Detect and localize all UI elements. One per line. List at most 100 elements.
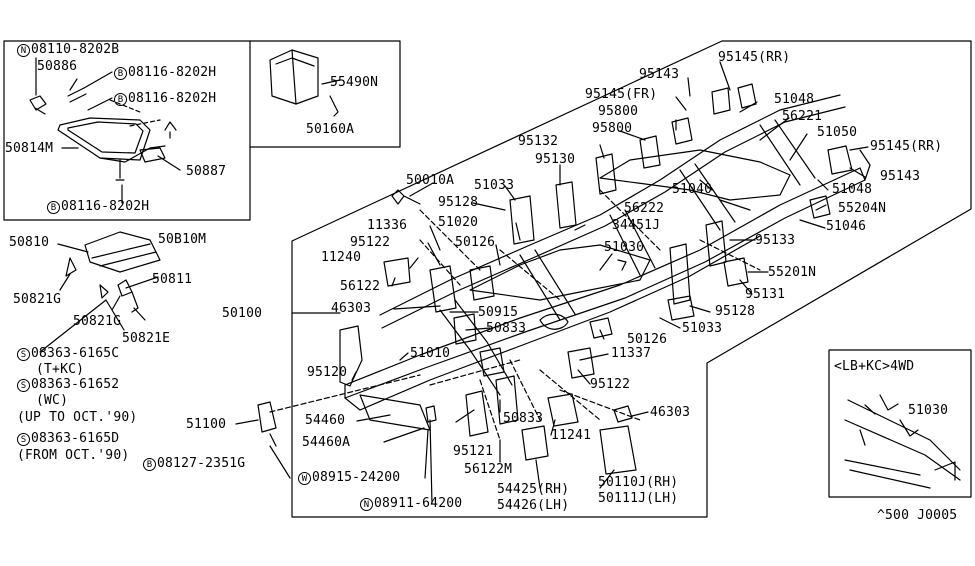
inset-title: <LB+KC>4WD [834, 359, 915, 374]
label-95145-rr-right: 95145(RR) [870, 139, 943, 154]
label-56222: 56222 [624, 201, 665, 216]
label-up-to-oct-90: (UP TO OCT.'90) [17, 410, 138, 425]
label-51040: 51040 [672, 182, 713, 197]
label-50821g-a: 50821G [13, 292, 62, 307]
upper-mid-bracket [269, 49, 341, 117]
label-95120: 95120 [307, 365, 348, 380]
label-95131: 95131 [745, 287, 786, 302]
label-50126-top: 50126 [455, 235, 496, 250]
label-46303-left: 46303 [331, 301, 372, 316]
label-51050: 51050 [817, 125, 858, 140]
label-50887: 50887 [186, 164, 227, 179]
label-08363-61652-text: 08363-61652 [31, 377, 120, 392]
label-50814m: 50814M [5, 141, 54, 156]
circle-n-symbol: N [360, 498, 373, 511]
label-95800-a: 95800 [598, 104, 639, 119]
label-95143-top: 95143 [639, 67, 680, 82]
upper-left-box [3, 40, 251, 221]
label-50886: 50886 [37, 59, 78, 74]
label-11240: 11240 [321, 250, 362, 265]
leader-lines [235, 61, 869, 505]
label-50821e: 50821E [122, 331, 171, 346]
label-55201n: 55201N [768, 265, 817, 280]
label-95122-top: 95122 [350, 235, 391, 250]
upper-mid-box [249, 40, 401, 148]
label-08915-24200-text: 08915-24200 [312, 470, 401, 485]
label-08116-8202h-a-text: 08116-8202H [128, 65, 217, 80]
label-50110j-rh: 50110J(RH) [598, 475, 679, 490]
label-08110-8202b-text: 08110-8202B [31, 42, 120, 57]
label-50126-right: 50126 [627, 332, 668, 347]
label-51010: 51010 [410, 346, 451, 361]
label-08116-8202h-b-text: 08116-8202H [128, 91, 217, 106]
label-50821g-b: 50821G [73, 314, 122, 329]
label-51020: 51020 [438, 215, 479, 230]
inset-sketch [844, 394, 961, 489]
circle-w-symbol: W [298, 472, 311, 485]
label-50915: 50915 [478, 305, 519, 320]
inset-box [828, 349, 972, 498]
circle-s-symbol: S [17, 433, 30, 446]
label-08363-6165c-text: 08363-6165C [31, 346, 120, 361]
label-50833-bottom: 50833 [503, 411, 544, 426]
label-50811: 50811 [152, 272, 193, 287]
label-34451j: 34451J [612, 218, 661, 233]
label-51048-right: 51048 [832, 182, 873, 197]
label-95128-top: 95128 [438, 195, 479, 210]
label-54460: 54460 [305, 413, 346, 428]
label-51030-inset: 51030 [908, 403, 949, 418]
label-from-oct-90: (FROM OCT.'90) [17, 448, 130, 463]
label-08116-8202h-c-text: 08116-8202H [61, 199, 150, 214]
upper-left-leaders [35, 57, 181, 204]
label-08911-64200-text: 08911-64200 [374, 496, 463, 511]
label-08127-2351g-text: 08127-2351G [157, 456, 246, 471]
dashed-leaders [269, 189, 761, 441]
label-95800-b: 95800 [592, 121, 633, 136]
label-95132: 95132 [518, 134, 559, 149]
label-55204n: 55204N [838, 201, 887, 216]
label-54460a: 54460A [302, 435, 351, 450]
label-51030-main: 51030 [604, 240, 645, 255]
label-95122-right: 95122 [590, 377, 631, 392]
label-46303-right: 46303 [650, 405, 691, 420]
label-tkc: (T+KC) [36, 362, 85, 377]
label-50010a-text: 50010A [406, 173, 455, 188]
label-50160a: 50160A [306, 122, 355, 137]
label-95145-rr-top: 95145(RR) [718, 50, 791, 65]
label-56122m: 56122M [464, 462, 513, 477]
label-50010a: 50010A [406, 174, 454, 188]
upper-left-bracket [29, 87, 177, 181]
circle-s-symbol: S [17, 348, 30, 361]
label-51033-top: 51033 [474, 178, 515, 193]
circle-b-symbol: B [47, 201, 60, 214]
label-11336: 11336 [367, 218, 408, 233]
left-bracket-group [39, 231, 161, 353]
label-11241: 11241 [551, 428, 592, 443]
label-95130: 95130 [535, 152, 576, 167]
label-51048-top: 51048 [774, 92, 815, 107]
frame-brackets [257, 83, 853, 475]
label-50833-top: 50833 [486, 321, 527, 336]
label-95133: 95133 [755, 233, 796, 248]
label-50810: 50810 [9, 235, 50, 250]
circle-b-symbol: B [114, 67, 127, 80]
circle-b-symbol: B [114, 93, 127, 106]
label-54426-lh: 54426(LH) [497, 498, 570, 513]
label-50100: 50100 [222, 306, 263, 321]
label-95143-right: 95143 [880, 169, 921, 184]
label-95145-fr: 95145(FR) [585, 87, 658, 102]
label-11337: 11337 [611, 346, 652, 361]
circle-n-symbol: N [17, 44, 30, 57]
label-51100: 51100 [186, 417, 227, 432]
label-51033-right: 51033 [682, 321, 723, 336]
label-95121: 95121 [453, 444, 494, 459]
label-50b10m: 50B10M [158, 232, 207, 247]
